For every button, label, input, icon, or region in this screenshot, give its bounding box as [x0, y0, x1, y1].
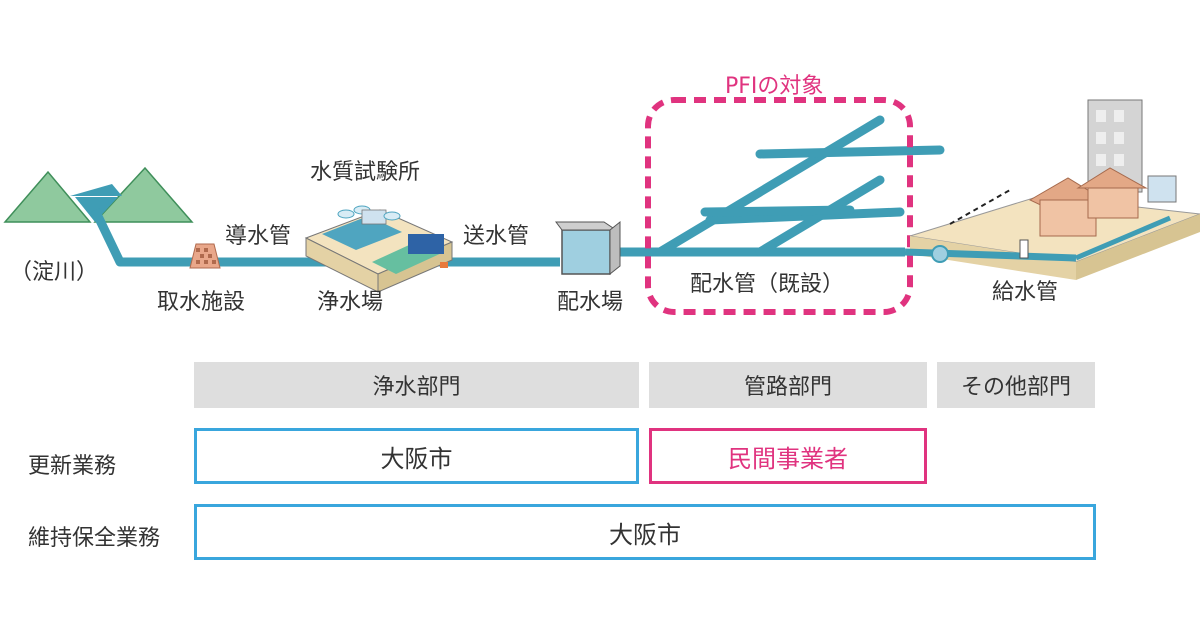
- water-system-illustration: [3, 97, 1200, 315]
- pfi-region: [645, 97, 913, 315]
- pfi-label: PFIの対象: [725, 74, 824, 99]
- purification-label: 浄水場: [317, 290, 384, 315]
- purification-plant-icon: [304, 205, 454, 293]
- intake-icon: [189, 243, 221, 269]
- row-label-maintenance: 維持保全業務: [28, 526, 161, 551]
- dept-other: その他部門: [937, 362, 1095, 408]
- dept-purification: 浄水部門: [194, 362, 639, 408]
- distribution-plant-icon: [555, 220, 621, 276]
- conduit-label: 導水管: [225, 224, 292, 249]
- residential-area-icon: [904, 99, 1200, 280]
- row-label-renewal: 更新業務: [28, 454, 117, 479]
- river-label: （淀川）: [10, 260, 99, 285]
- distribution-plant-label: 配水場: [557, 290, 624, 315]
- distribution-pipe-label: 配水管（既設）: [690, 272, 845, 297]
- lab-label: 水質試験所: [310, 160, 421, 185]
- intake-label: 取水施設: [157, 290, 246, 315]
- maintenance-city-box: 大阪市: [194, 504, 1096, 560]
- renewal-private-box: 民間事業者: [649, 428, 927, 484]
- dept-pipeline: 管路部門: [649, 362, 927, 408]
- distribution-network: [655, 115, 945, 257]
- transmission-label: 送水管: [463, 224, 530, 249]
- service-pipe-label: 給水管: [992, 280, 1059, 305]
- renewal-city-box: 大阪市: [194, 428, 639, 484]
